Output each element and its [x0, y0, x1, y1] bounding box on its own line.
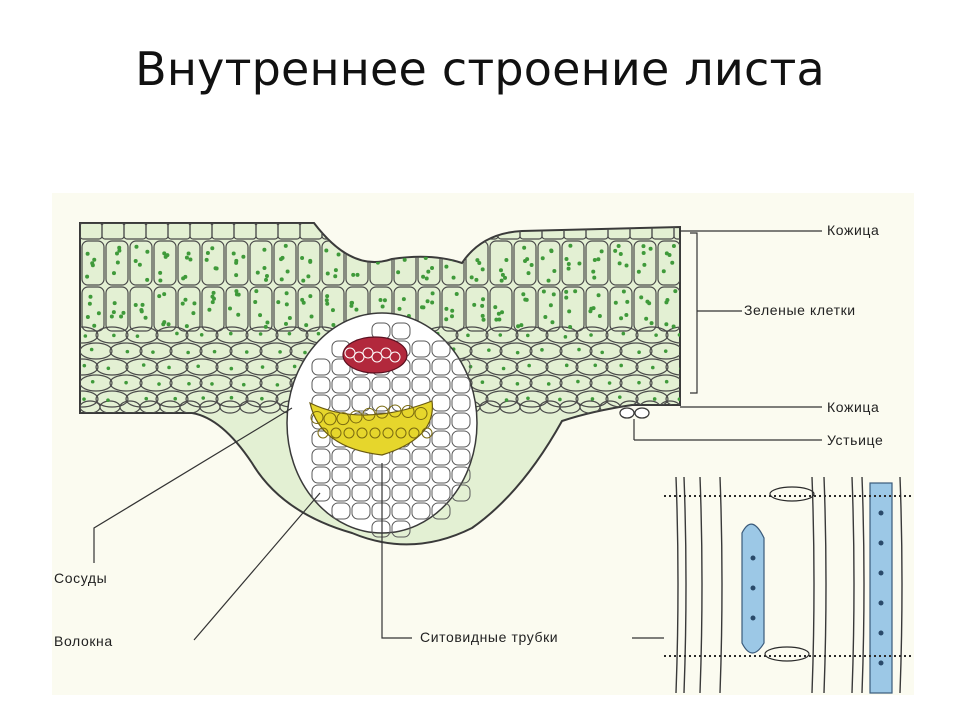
label-green-cells: Зеленые клетки [744, 302, 856, 318]
label-epidermis-top: Кожица [827, 222, 880, 238]
green-cells-bracket [690, 232, 698, 394]
label-sieve-tubes: Ситовидные трубки [420, 629, 559, 645]
slide-title: Внутреннее строение листа [135, 42, 825, 96]
label-vessels: Сосуды [54, 570, 108, 586]
label-stomata: Устьице [827, 432, 884, 448]
stomata-opening [619, 407, 650, 419]
xylem-vessels [342, 336, 408, 374]
sieve-tube-inset [664, 475, 912, 695]
leaf-illustration [79, 222, 912, 695]
label-epidermis-bottom: Кожица [827, 399, 880, 415]
label-fibers: Волокна [54, 633, 113, 649]
leaf-cross-section-diagram: Кожица Зеленые клетки Кожица Устьице Сос… [52, 193, 914, 695]
vascular-bundle [286, 312, 478, 538]
